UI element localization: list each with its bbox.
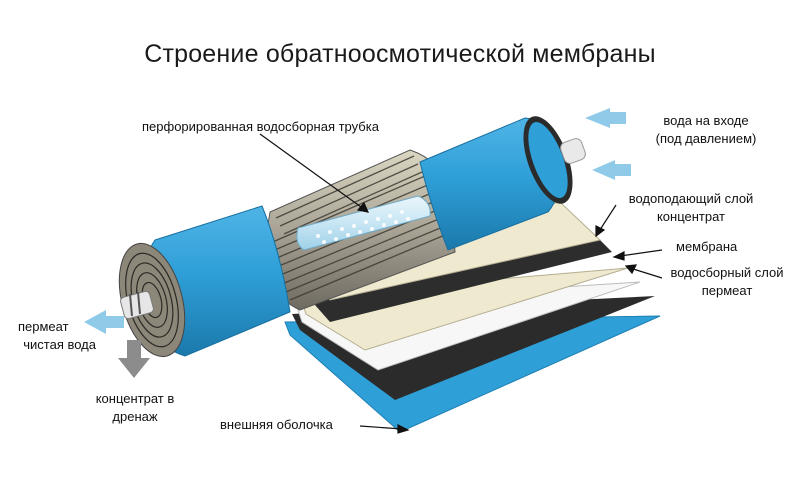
label-drain: концентрат в дренаж (80, 390, 190, 426)
label-collect-line1: водосборный слой (670, 265, 784, 280)
inlet-nozzle (560, 138, 586, 164)
label-collector-layer: водосборный слой пермеат (660, 264, 794, 300)
label-collect-line2: пермеат (701, 283, 753, 298)
label-permeate-line2: чистая вода (23, 337, 96, 352)
label-inlet-line2: (под давлением) (655, 131, 757, 146)
membrane-layer-top (300, 240, 612, 322)
label-perforated-tube: перфорированная водосборная трубка (142, 119, 379, 134)
inlet-arrow-bottom (592, 160, 615, 180)
label-permeate: пермеат чистая вода (18, 318, 96, 354)
label-inlet: вода на входе (под давлением) (636, 112, 776, 148)
inlet-arrow-top (585, 108, 610, 128)
drain-arrow (118, 358, 150, 378)
label-membrane: мембрана (676, 239, 738, 254)
perforated-tube (296, 195, 431, 251)
label-feed-line2: концентрат (656, 209, 726, 224)
label-drain-line2: дренаж (112, 409, 158, 424)
label-feed-layer: водоподающий слой концентрат (616, 190, 766, 226)
label-permeate-line1: пермеат (18, 319, 69, 334)
label-outer-shell: внешняя оболочка (220, 417, 333, 432)
label-drain-line1: концентрат в (95, 391, 175, 406)
outlet-nozzle (120, 290, 154, 320)
label-feed-line1: водоподающий слой (628, 191, 754, 206)
label-inlet-line1: вода на входе (663, 113, 749, 128)
permeate-arrow (84, 310, 106, 334)
diagram-title: Строение обратноосмотической мембраны (144, 40, 656, 68)
